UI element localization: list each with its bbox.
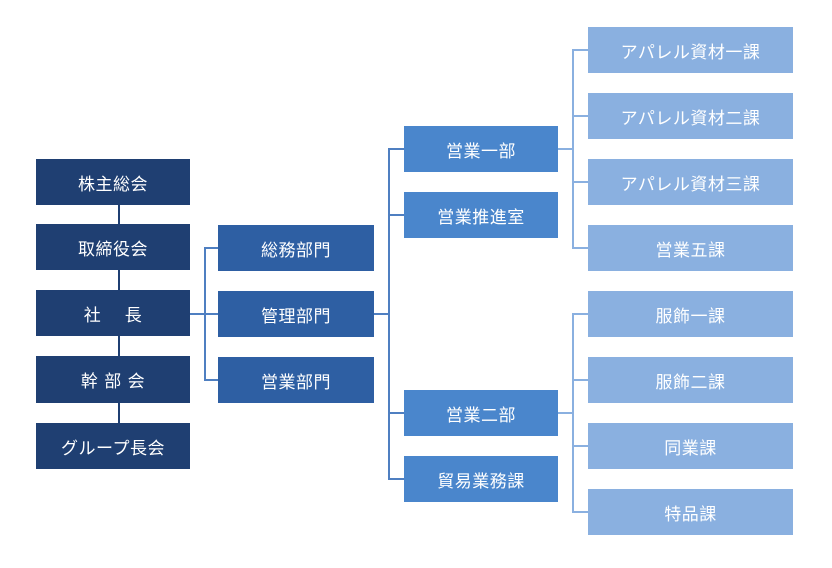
group-leaders-meeting-box: グループ長会 bbox=[36, 423, 190, 469]
apparel-materials-section-2-box: アパレル資材二課 bbox=[588, 93, 793, 139]
trade-operations-section-box: 貿易業務課 bbox=[404, 456, 558, 502]
fashion-accessories-section-1-box: 服飾一課 bbox=[588, 291, 793, 337]
sales-division-box: 営業部門 bbox=[218, 357, 374, 403]
president-box: 社 長 bbox=[36, 290, 190, 336]
shareholders-meeting-box: 株主総会 bbox=[36, 159, 190, 205]
general-affairs-division-box: 総務部門 bbox=[218, 225, 374, 271]
connector-divisions-bracket bbox=[204, 247, 218, 381]
board-of-directors-box: 取締役会 bbox=[36, 224, 190, 270]
connector-departments-bracket bbox=[388, 148, 404, 480]
sales-dept-1-box: 営業一部 bbox=[404, 126, 558, 172]
sales-dept-2-box: 営業二部 bbox=[404, 390, 558, 436]
executive-committee-box: 幹 部 会 bbox=[36, 356, 190, 403]
fashion-accessories-section-2-box: 服飾二課 bbox=[588, 357, 793, 403]
special-products-section-box: 特品課 bbox=[588, 489, 793, 535]
connector-sales1-bracket bbox=[572, 49, 588, 249]
connector-sales2-bracket bbox=[572, 313, 588, 513]
sales-section-5-box: 営業五課 bbox=[588, 225, 793, 271]
administration-division-box: 管理部門 bbox=[218, 291, 374, 337]
apparel-materials-section-1-box: アパレル資材一課 bbox=[588, 27, 793, 73]
sales-promotion-office-box: 営業推進室 bbox=[404, 192, 558, 238]
apparel-materials-section-3-box: アパレル資材三課 bbox=[588, 159, 793, 205]
trade-partners-section-box: 同業課 bbox=[588, 423, 793, 469]
